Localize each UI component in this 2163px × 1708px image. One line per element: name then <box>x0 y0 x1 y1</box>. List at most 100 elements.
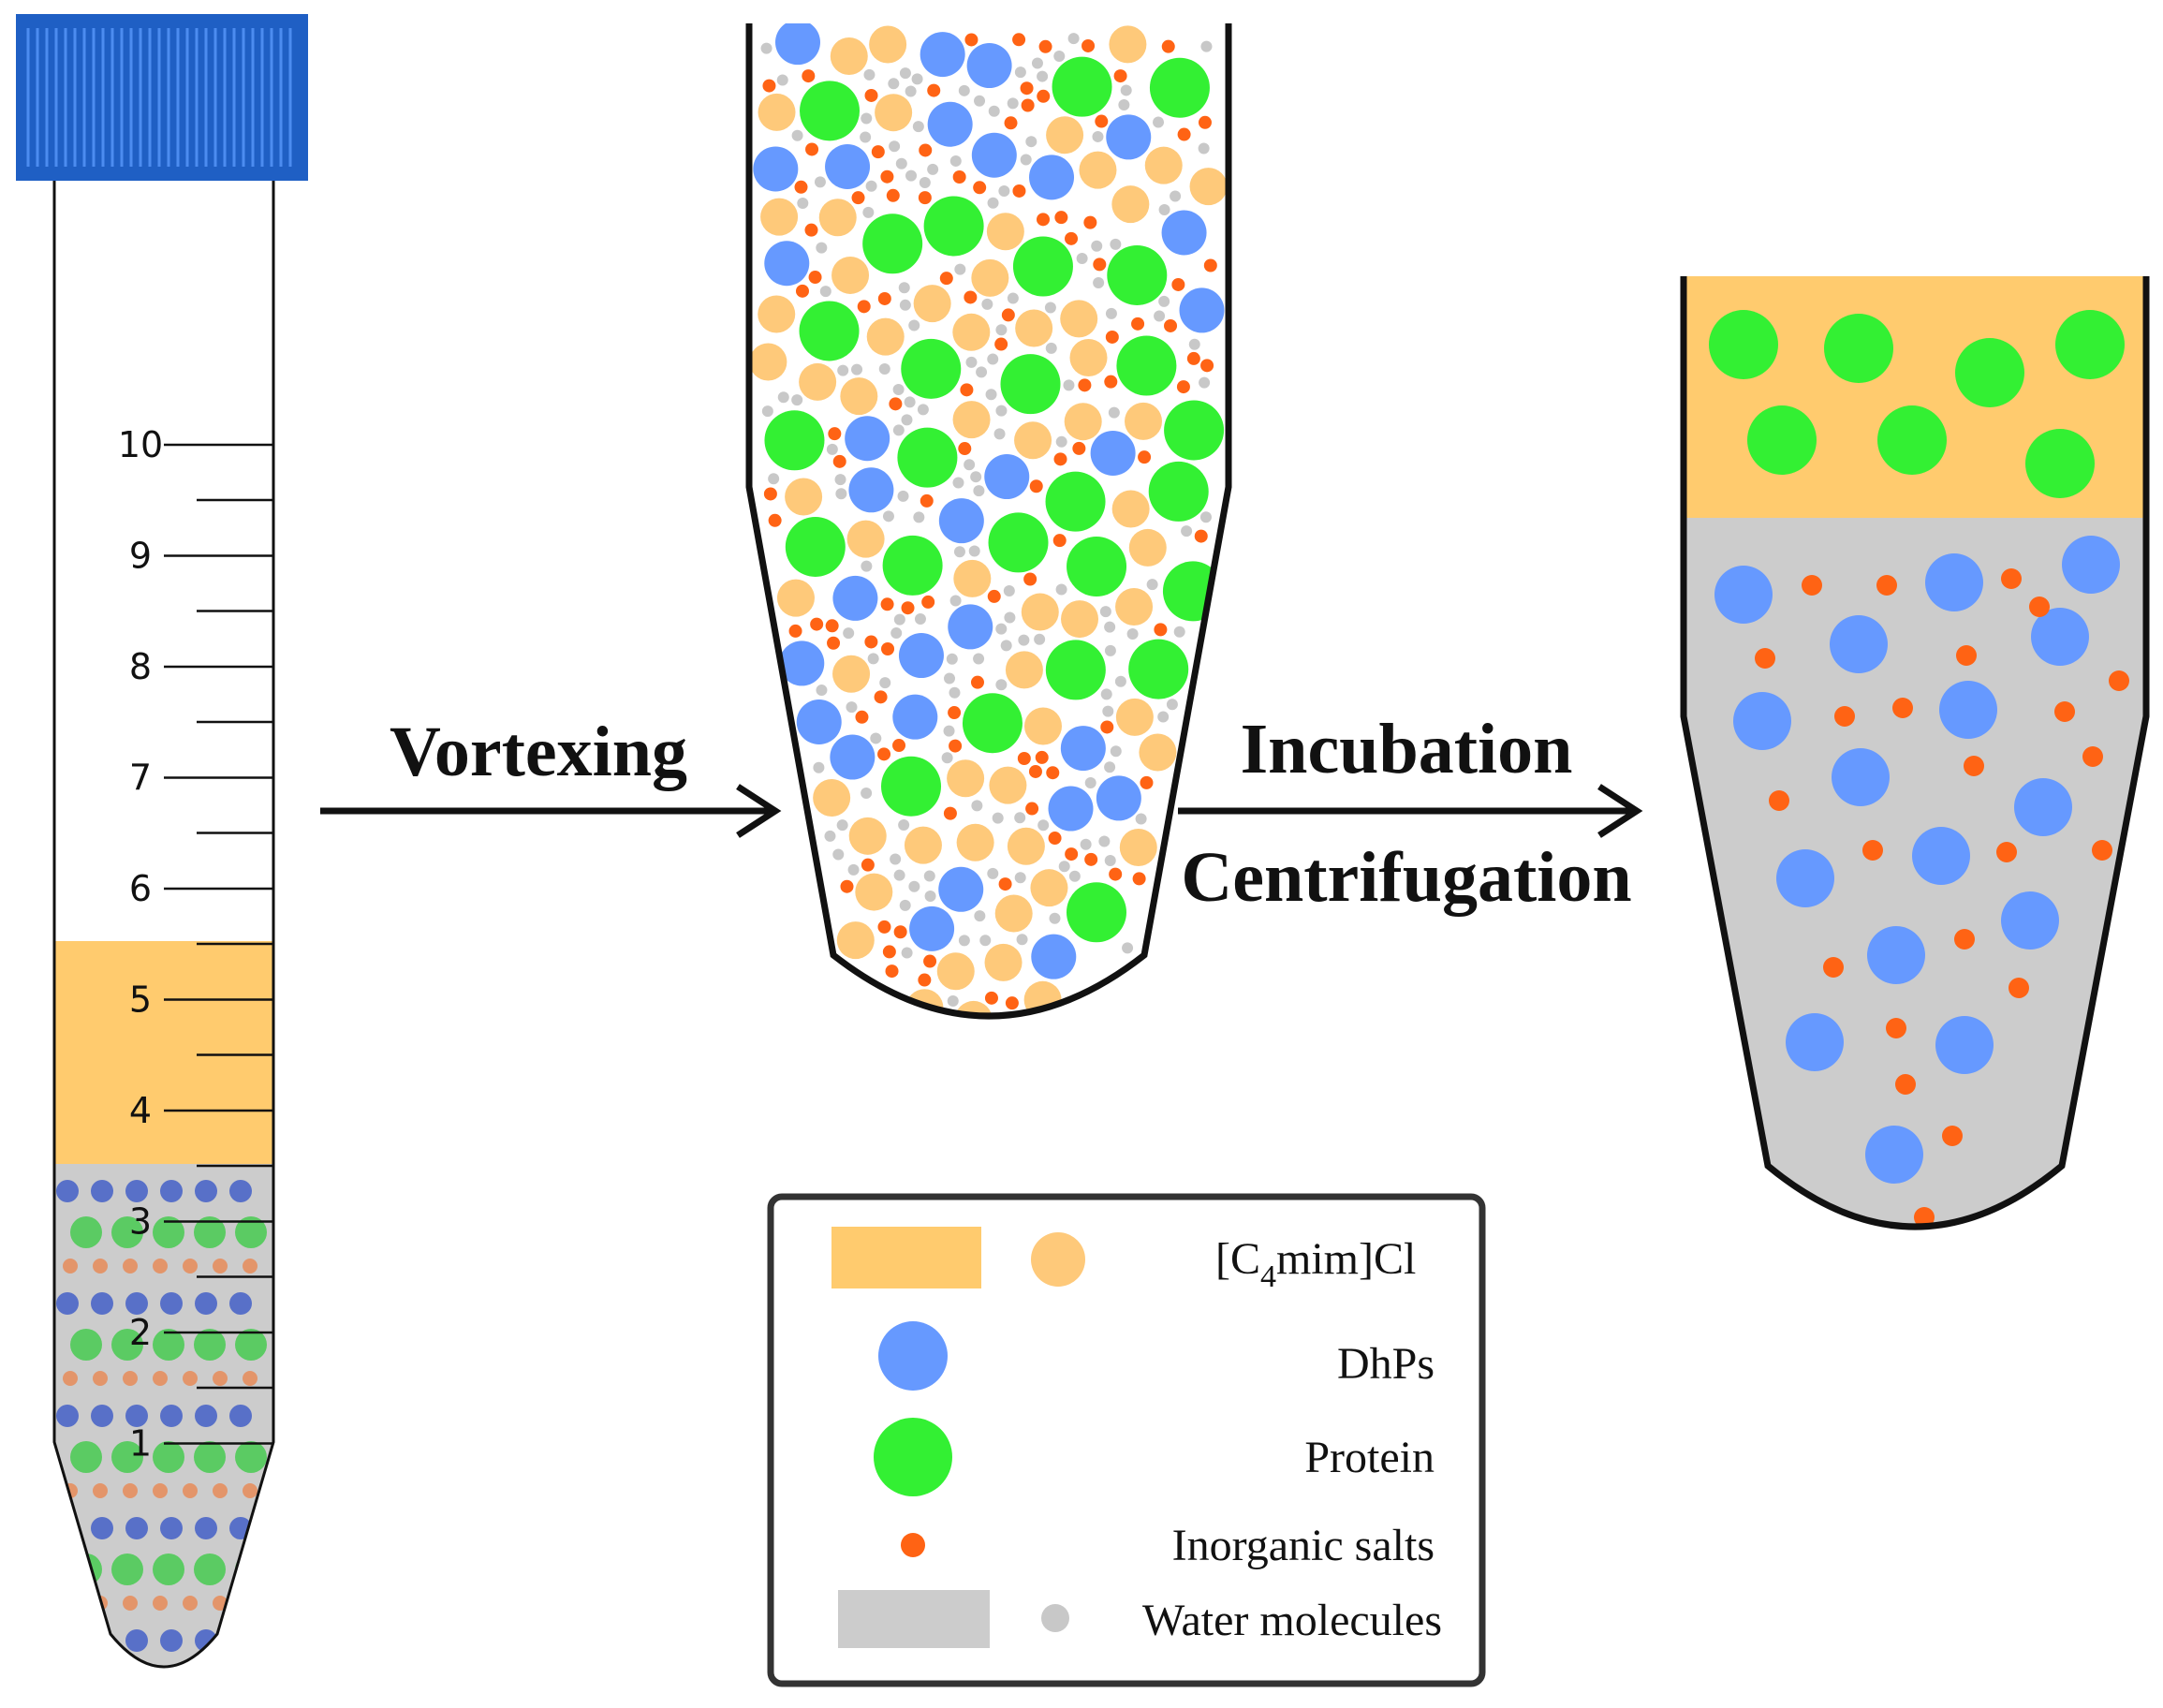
legend-label-protein: Protein <box>1304 1433 1435 1482</box>
dhps-particle <box>830 734 876 780</box>
water-particle <box>949 155 962 167</box>
dhps-dot <box>229 1405 252 1427</box>
dhps-particle <box>1865 1126 1923 1184</box>
salt-particle <box>1065 847 1079 861</box>
scale-label: 2 <box>129 1312 152 1353</box>
dhps-dot <box>160 1292 183 1315</box>
water-particle <box>1058 861 1070 873</box>
salt-particle <box>851 191 865 205</box>
salt-dot <box>183 1483 198 1498</box>
ionic-liquid-particle <box>952 313 991 351</box>
water-particle <box>1102 705 1114 717</box>
water-particle <box>995 324 1008 336</box>
dhps-particle <box>1830 615 1888 673</box>
salt-particle <box>1138 450 1152 464</box>
ionic-liquid-particle <box>818 199 857 237</box>
salt-particle <box>886 188 900 202</box>
water-particle <box>1025 136 1037 148</box>
legend-item-water: Water molecules <box>838 1590 1442 1648</box>
protein-particle <box>1877 405 1947 475</box>
water-particle <box>761 405 773 418</box>
vortexed-tube <box>745 23 1232 1020</box>
dhps-particle <box>898 633 944 679</box>
ionic-liquid-particle <box>984 943 1023 981</box>
legend-label-water: Water molecules <box>1142 1596 1442 1645</box>
protein-particle <box>1012 236 1073 297</box>
ionic-liquid-particle <box>1046 116 1084 155</box>
salt-dot <box>93 1259 108 1274</box>
legend-item-ionic-liquid: [C4mim]Cl <box>831 1227 1416 1294</box>
protein-dot <box>194 1216 226 1248</box>
water-particle <box>768 473 780 485</box>
water-particle <box>965 356 978 368</box>
water-particle <box>998 184 1010 197</box>
ionic-liquid-particle <box>1128 528 1167 567</box>
water-particle <box>893 869 905 881</box>
ionic-liquid-particle <box>1015 309 1053 347</box>
incubation-step: Incubation Centrifugation <box>1178 710 1643 917</box>
dhps-dot <box>56 1517 79 1539</box>
protein-dot <box>194 1441 226 1473</box>
salt-particle <box>1914 1207 1935 1227</box>
salt-dot <box>153 1259 168 1274</box>
water-particle <box>837 364 849 376</box>
salt-particle <box>857 300 871 314</box>
water-particle <box>995 623 1008 635</box>
salt-particle <box>1198 115 1212 129</box>
dhps-particle <box>938 866 984 912</box>
salt-particle <box>1084 852 1098 866</box>
water-particle <box>979 935 992 947</box>
salt-particle <box>828 427 842 441</box>
water-particle <box>878 363 890 375</box>
salt-particle <box>918 973 932 987</box>
salt-particle <box>805 142 819 156</box>
salt-dot <box>153 1483 168 1498</box>
water-particle <box>791 394 803 406</box>
dhps-dot <box>195 1180 217 1202</box>
ionic-liquid-particle <box>953 559 992 597</box>
dhps-particle <box>1029 155 1075 200</box>
water-particle <box>888 78 900 90</box>
protein-dot <box>153 1553 184 1585</box>
salt-dot <box>213 1371 228 1386</box>
salt-dot <box>123 1259 138 1274</box>
salt-particle <box>1082 38 1096 52</box>
ionic-liquid-particle <box>1069 339 1108 377</box>
ionic-liquid-particle <box>832 655 871 693</box>
dhps-dot <box>91 1180 113 1202</box>
salt-particle <box>920 493 934 508</box>
dhps-particle <box>971 132 1017 178</box>
dhps-particle <box>848 467 894 513</box>
salt-particle <box>794 180 808 194</box>
legend-item-protein: Protein <box>874 1418 1435 1496</box>
protein-particle <box>1747 405 1817 475</box>
salt-particle <box>2092 840 2112 861</box>
dhps-dot <box>91 1292 113 1315</box>
protein-particle <box>901 338 962 399</box>
ionic-liquid-layer <box>54 941 273 1164</box>
separated-tube <box>1680 276 2150 1230</box>
ionic-liquid-particle <box>760 198 799 236</box>
salt-particle <box>1083 215 1097 229</box>
legend-item-dhps: DhPs <box>878 1321 1435 1391</box>
water-particle <box>949 686 961 699</box>
legend-label-dhps: DhPs <box>1337 1339 1435 1389</box>
salt-particle <box>877 747 891 761</box>
water-particle <box>954 263 966 275</box>
salt-particle <box>1186 351 1200 365</box>
water-particle <box>919 176 931 188</box>
salt-particle <box>1113 69 1127 83</box>
scale-label: 5 <box>129 979 152 1021</box>
scale-label: 10 <box>118 424 163 465</box>
dhps-particle <box>1161 210 1207 256</box>
salt-dot <box>243 1483 258 1498</box>
ionic-liquid-particle <box>875 94 913 132</box>
water-particle <box>1076 253 1088 265</box>
ionic-liquid-particle <box>1079 151 1117 189</box>
protein-dot <box>111 1666 143 1667</box>
ionic-liquid-particle <box>848 817 887 855</box>
water-particle <box>976 366 988 378</box>
salt-particle <box>827 636 841 650</box>
protein-particle <box>1955 338 2024 407</box>
salt-dot <box>153 1371 168 1386</box>
